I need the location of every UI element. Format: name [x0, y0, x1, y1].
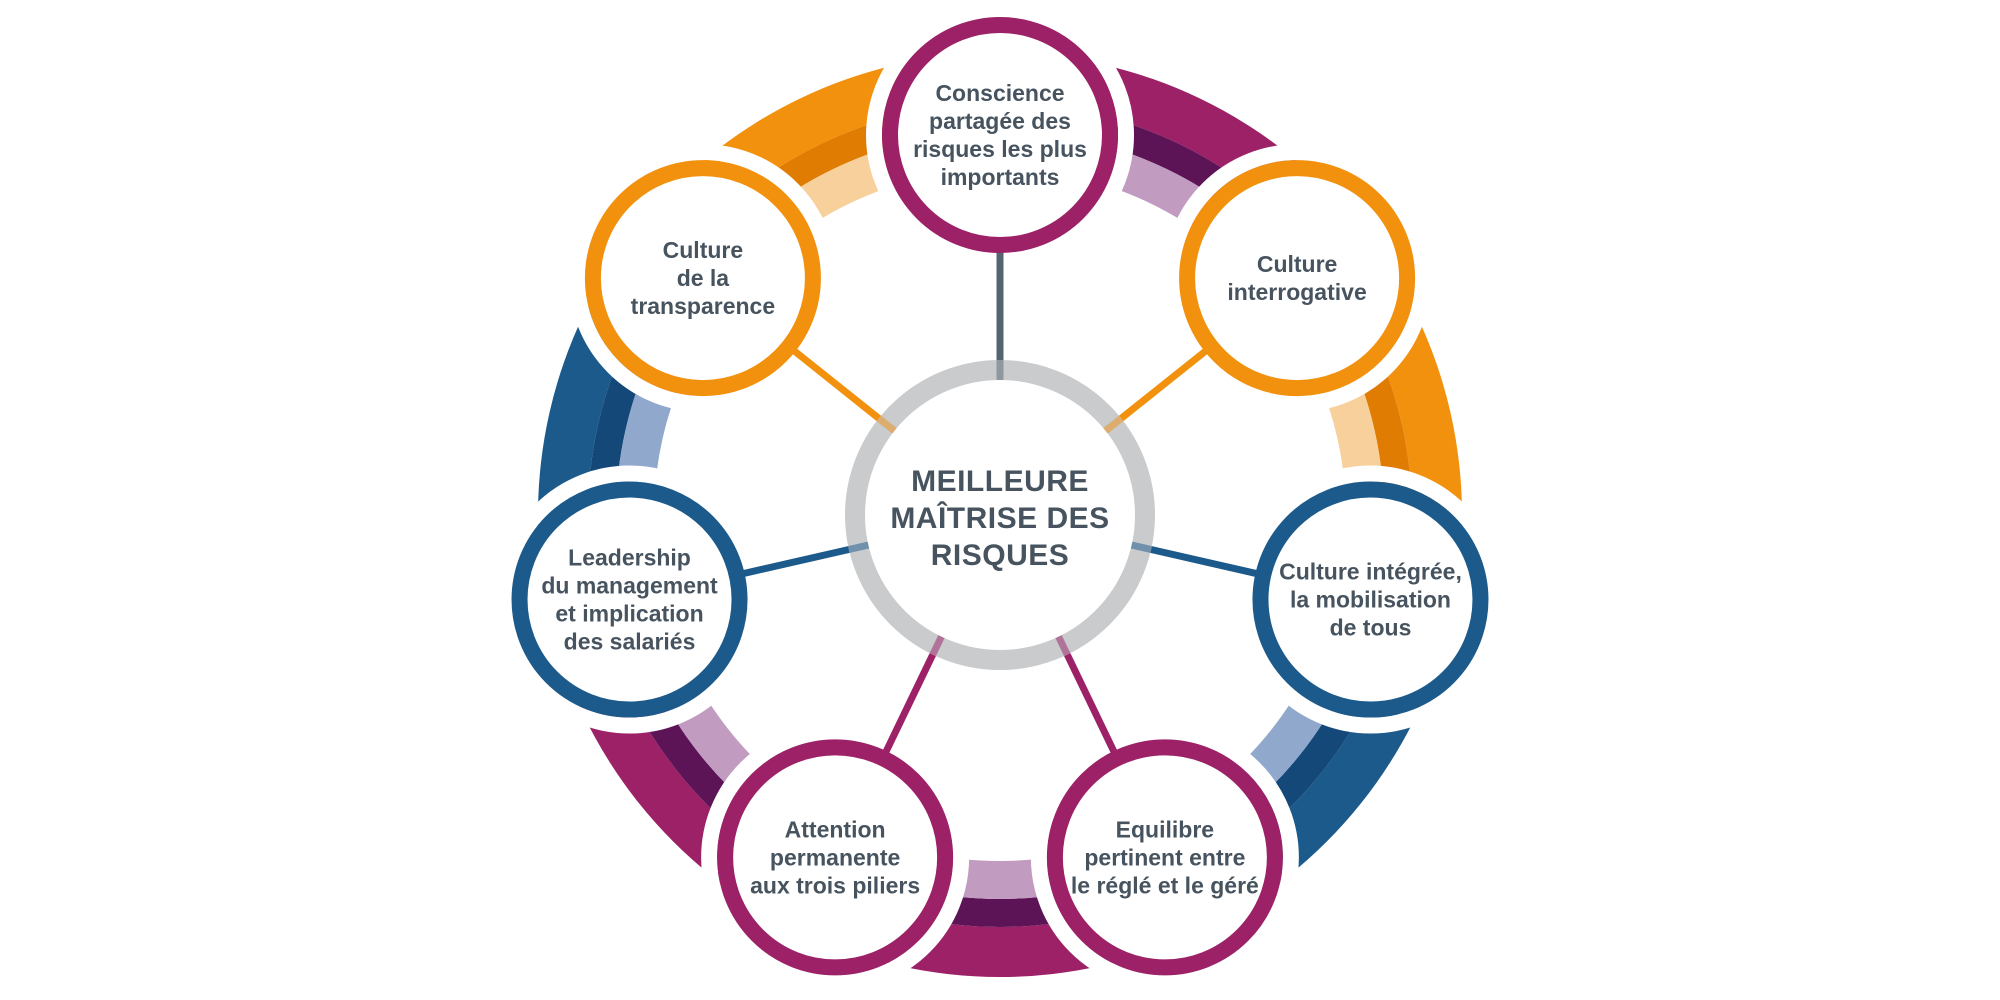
node-halo-culture-integree [1236, 465, 1505, 734]
connector-ring-overlap-culture-integree [1130, 541, 1152, 553]
connector-ring-overlap-culture-transparence [876, 415, 897, 434]
connector-ring-overlap-culture-interrogative [1103, 415, 1124, 434]
node-circle-culture-transparence [584, 160, 821, 397]
node-halo-culture-transparence [568, 144, 837, 413]
node-circle-attention-permanente [717, 739, 954, 976]
node-circle-culture-interrogative [1179, 160, 1416, 397]
node-halo-attention-permanente [701, 723, 970, 992]
node-circle-culture-integree [1252, 481, 1489, 718]
node-circle-equilibre-pertinent [1046, 739, 1283, 976]
node-halo-leadership-management [495, 465, 764, 734]
node-circle-conscience-partagee [882, 17, 1118, 253]
connector-ring-overlap-leadership-management [848, 541, 870, 553]
connector-ring-overlap-attention-permanente [929, 635, 945, 657]
node-halo-equilibre-pertinent [1030, 723, 1299, 992]
connector-ring-overlap-equilibre-pertinent [1055, 635, 1071, 657]
node-circle-leadership-management [511, 481, 748, 718]
node-halo-culture-interrogative [1163, 144, 1432, 413]
